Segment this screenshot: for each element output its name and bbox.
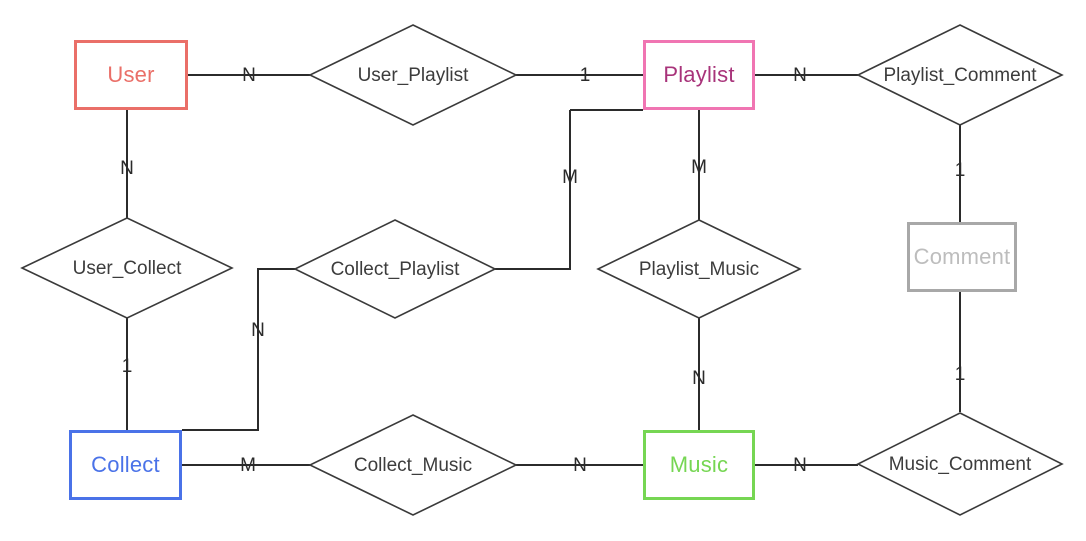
diamond-shape — [20, 217, 234, 319]
entity-label: Music — [669, 452, 729, 477]
entity-music[interactable]: Music — [643, 430, 755, 500]
relationship-label: Playlist_Music — [639, 259, 759, 280]
cardinality-playlist-playlist_music: M — [691, 157, 707, 178]
cardinality-comment-music_comment: 1 — [955, 364, 966, 385]
diamond-shape — [293, 219, 497, 319]
relationship-music_comment[interactable]: Music_Comment — [856, 412, 1064, 516]
relationship-user_collect[interactable]: User_Collect — [20, 217, 234, 319]
relationship-collect_music[interactable]: Collect_Music — [308, 414, 518, 516]
relationship-label: Collect_Playlist — [331, 259, 461, 280]
entity-collect[interactable]: Collect — [69, 430, 182, 500]
entity-playlist[interactable]: Playlist — [643, 40, 755, 110]
connector-layer — [126, 74, 961, 466]
diamond-shape — [596, 219, 802, 319]
cardinality-collect_music-music: N — [573, 455, 587, 476]
entity-label: User — [107, 62, 155, 87]
cardinality-user_collect-collect: 1 — [122, 356, 133, 377]
relationship-layer: User_Playlist Playlist_CommentUser_Collec… — [20, 24, 1064, 516]
connector-collect_playlist-to-collect — [182, 268, 295, 431]
diamond-shape — [308, 24, 518, 126]
relationship-label: Collect_Music — [354, 455, 472, 476]
diamond-shape — [308, 414, 518, 516]
relationship-label: User_Playlist — [358, 65, 470, 86]
cardinality-collect-collect_music: M — [240, 455, 256, 476]
cardinality-playlist_comment-comment: 1 — [955, 160, 966, 181]
entity-comment[interactable]: Comment — [907, 222, 1017, 292]
relationship-user_playlist[interactable]: User_Playlist — [308, 24, 518, 126]
cardinality-user-user_collect: N — [120, 158, 134, 179]
relationship-label: User_Collect — [73, 258, 182, 279]
diamond-shape — [856, 24, 1064, 126]
relationship-collect_playlist[interactable]: Collect_Playlist — [293, 219, 497, 319]
connector-playlist-to-collect_playlist — [495, 110, 571, 270]
cardinality-playlist_music-music: N — [692, 368, 706, 389]
relationship-playlist_music[interactable]: Playlist_Music — [596, 219, 802, 319]
entity-label: Collect — [91, 452, 160, 477]
cardinality-music-music_comment: N — [793, 455, 807, 476]
diamond-shape — [856, 412, 1064, 516]
cardinality-user-user_playlist: N — [242, 65, 256, 86]
relationship-playlist_comment[interactable]: Playlist_Comment — [856, 24, 1064, 126]
relationship-label: Music_Comment — [889, 454, 1032, 475]
cardinality-playlist-playlist_comment: N — [793, 65, 807, 86]
cardinality-user_playlist-playlist: 1 — [580, 65, 591, 86]
cardinality-collect_playlist-collect: N — [251, 320, 265, 341]
relationship-label: Playlist_Comment — [883, 65, 1037, 86]
entity-label: Comment — [913, 244, 1011, 269]
entity-user[interactable]: User — [74, 40, 188, 110]
cardinality-playlist-collect_playlist: M — [562, 167, 578, 188]
entity-label: Playlist — [663, 62, 735, 87]
